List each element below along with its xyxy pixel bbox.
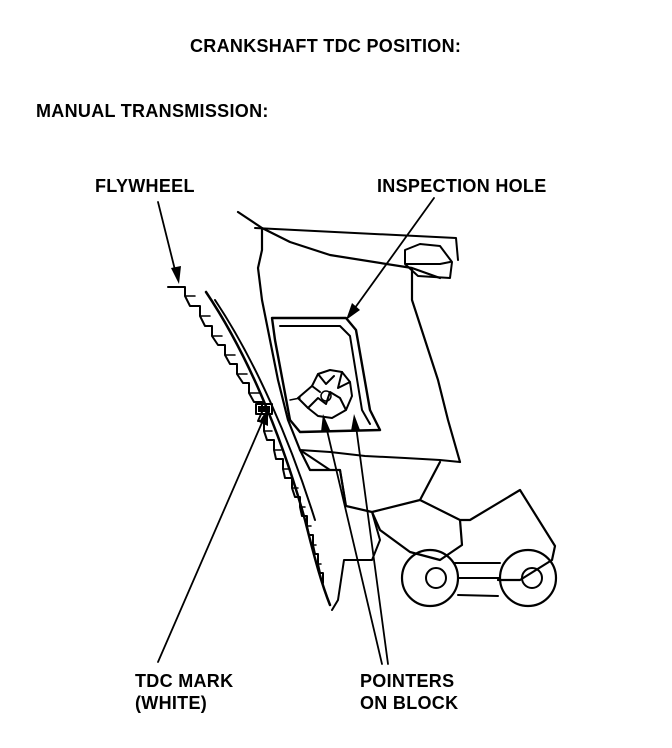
housing-bore-right-inner [521,567,543,589]
engine-block-outline [236,210,462,464]
mount-bracket [404,243,453,279]
inspection-hole-arrowhead [346,303,360,320]
bore-web [453,562,501,597]
pointers-on-block-label: POINTERS ON BLOCK [360,670,458,714]
tdc-mark-leader [157,417,265,663]
inspection-hole-leader [351,197,435,313]
diagram-subtitle: MANUAL TRANSMISSION: [36,101,269,121]
tdc-mark-label-line-1: TDC MARK [135,671,234,691]
diagram-title: CRANKSHAFT TDC POSITION: [190,36,462,56]
tdc-mark-fill [258,406,270,412]
flywheel-rim-outer [204,290,332,607]
flywheel-ring-gear-teeth [167,286,324,584]
flywheel-label: FLYWHEEL [95,176,195,196]
flywheel-tooth-depth-lines [184,295,322,565]
engine-block-mid-ledge [299,449,461,463]
tdc-mark-label: TDC MARK (WHITE) [135,670,233,714]
pointer-arrowhead-right [351,414,360,431]
flywheel-rim-inner [214,299,316,521]
pointers-label-line-2: ON BLOCK [360,693,459,713]
pointer-leader-left [325,425,383,665]
tdc-mark-label-line-2: (WHITE) [135,693,208,713]
inspection-hole-inner [279,325,371,425]
flywheel-leader [157,201,177,275]
flywheel-arrowhead [171,266,181,284]
tdc-mark-arrowhead [259,408,268,426]
pointers-label-line-1: POINTERS [360,671,455,691]
inspection-hole-frame [270,316,382,434]
lower-housing-side [299,449,381,611]
timing-pointers [289,369,353,419]
engine-block-top-edge [254,227,459,261]
housing-bore-left-inner [425,567,447,589]
pointer-leader-right [355,425,389,665]
lower-housing [298,448,557,582]
inspection-hole-label: INSPECTION HOLE [377,176,547,196]
tdc-mark [255,403,273,415]
pointer-arrowhead-left [321,414,330,432]
housing-bore-right [498,548,558,608]
